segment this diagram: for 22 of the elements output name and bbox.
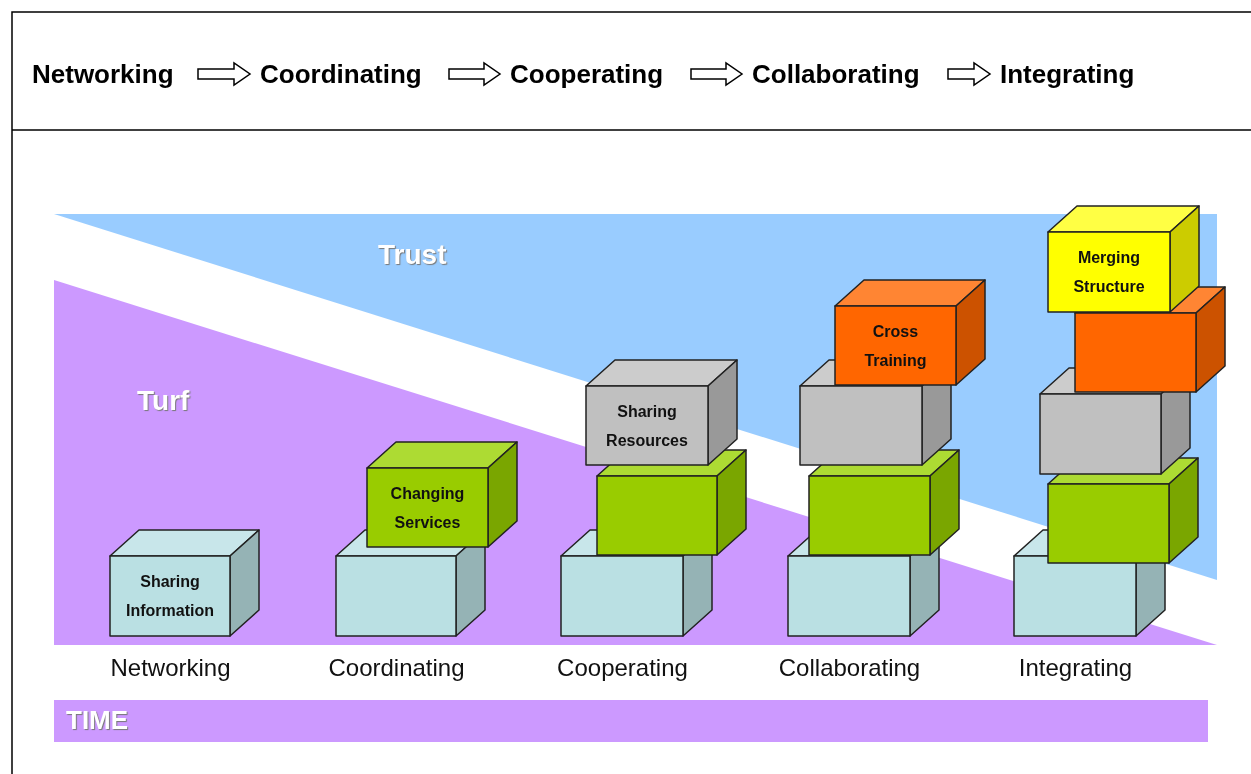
arrow	[690, 61, 744, 87]
cube-label: Merging Structure	[1072, 248, 1146, 297]
stage-label: Collaborating	[778, 653, 921, 683]
band-label: TIME	[66, 704, 129, 736]
arrow	[197, 61, 252, 87]
cube-label: Sharing Information	[125, 572, 215, 621]
stage-label: Networking	[110, 653, 231, 683]
cube-label: Cross Training	[863, 321, 928, 371]
stage-heading: Networking	[32, 59, 174, 89]
arrow	[947, 61, 992, 87]
band-label: Turf	[137, 384, 190, 418]
stage-heading: Collaborating	[752, 59, 920, 89]
stage-heading: Integrating	[1000, 59, 1135, 89]
stage-heading: Cooperating	[510, 59, 664, 89]
stage-label: Integrating	[1018, 653, 1133, 683]
stage-heading: Coordinating	[260, 59, 422, 89]
cube-label: Sharing Resources	[605, 401, 689, 451]
arrow	[448, 61, 502, 87]
stage-label: Cooperating	[557, 653, 688, 683]
stage-label: Coordinating	[328, 653, 465, 683]
cube-label: Changing Services	[389, 483, 466, 533]
band-label: Trust	[378, 238, 447, 272]
